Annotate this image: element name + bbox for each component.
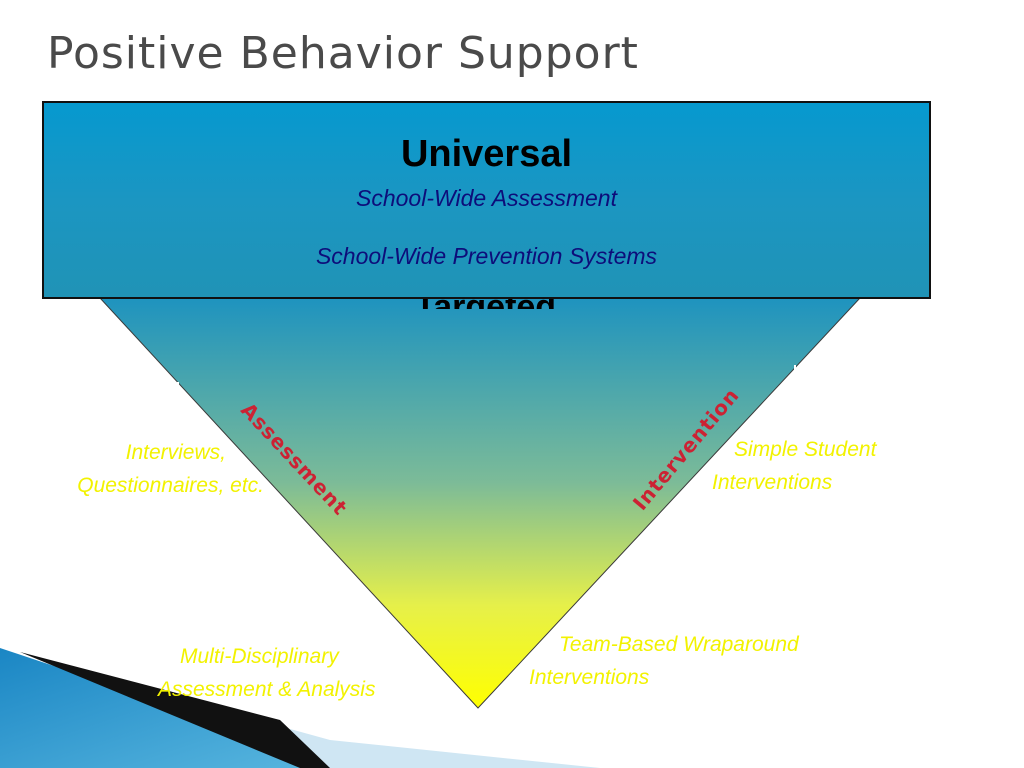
left-lower-label: Multi-Disciplinary Assessment & Analysis [158, 640, 375, 706]
left-upper-line-2: Questionnaires, etc. [77, 474, 264, 497]
left-upper-line-1: Interviews, [125, 441, 226, 464]
right-lower-label: Team-Based Wraparound Interventions [529, 628, 799, 694]
corner-decoration-dark [20, 652, 330, 768]
universal-assessment-text: School-Wide Assessment [356, 185, 617, 211]
universal-prevention-text: School-Wide Prevention Systems [315, 243, 658, 269]
corner-decoration-light [40, 660, 600, 768]
right-upper-line-2: Interventions [712, 471, 833, 494]
right-upper-line-1: Simple Student [734, 438, 877, 461]
right-lower-line-1: Team-Based Wraparound [559, 633, 799, 656]
left-upper-label: Interviews, Questionnaires, etc. [38, 436, 264, 502]
universal-title: Universal [400, 133, 573, 175]
right-upper-label: Simple Student Interventions [712, 433, 876, 499]
universal-tier-box: Universal School-Wide Assessment School-… [42, 101, 931, 299]
left-lower-line-1: Multi-Disciplinary [180, 645, 339, 668]
slide-title: Positive Behavior Support [47, 28, 639, 79]
left-lower-line-2: Assessment & Analysis [158, 678, 376, 701]
right-lower-line-2: Interventions [529, 666, 650, 689]
